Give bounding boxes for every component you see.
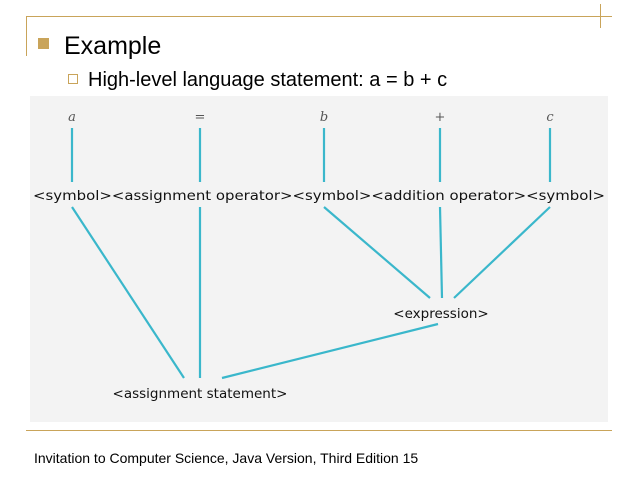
- node-addition-operator: <addition operator>: [371, 188, 526, 204]
- token-b: b: [320, 110, 328, 125]
- nonterminal-row: <symbol><assignment operator><symbol><ad…: [33, 188, 605, 204]
- token-c: c: [546, 110, 554, 125]
- token-equals: =: [195, 110, 206, 125]
- node-symbol-a: <symbol>: [33, 188, 112, 204]
- node-assignment-statement: <assignment statement>: [113, 386, 288, 402]
- token-a: a: [68, 110, 76, 125]
- bottom-rule: [26, 430, 612, 431]
- edge-expression-to-statement: [221, 322, 439, 380]
- edge-symbol-a-to-statement: [71, 206, 185, 379]
- edge-symbol-c-to-expression: [453, 206, 551, 299]
- node-symbol-b: <symbol>: [293, 188, 372, 204]
- edge-symbol-b-to-expression: [323, 206, 431, 299]
- parse-tree-diagram: a = b + c <symbol><assignment operator><…: [30, 96, 608, 422]
- token-plus: +: [435, 110, 446, 125]
- square-bullet-icon: [38, 38, 49, 49]
- node-assignment-operator: <assignment operator>: [112, 188, 293, 204]
- footer-text: Invitation to Computer Science, Java Ver…: [34, 450, 419, 466]
- edge-addition-to-expression: [438, 206, 444, 299]
- bullet-level1-text: Example: [64, 32, 162, 60]
- bullet-level2-text: High-level language statement: a = b + c: [88, 69, 448, 91]
- top-rule: [26, 16, 612, 17]
- hollow-square-bullet-icon: [68, 74, 78, 84]
- left-rule: [26, 16, 27, 56]
- parse-tree-svg: a = b + c <symbol><assignment operator><…: [33, 110, 605, 402]
- right-rule: [600, 4, 601, 28]
- node-symbol-c: <symbol>: [526, 188, 605, 204]
- node-expression: <expression>: [393, 306, 488, 322]
